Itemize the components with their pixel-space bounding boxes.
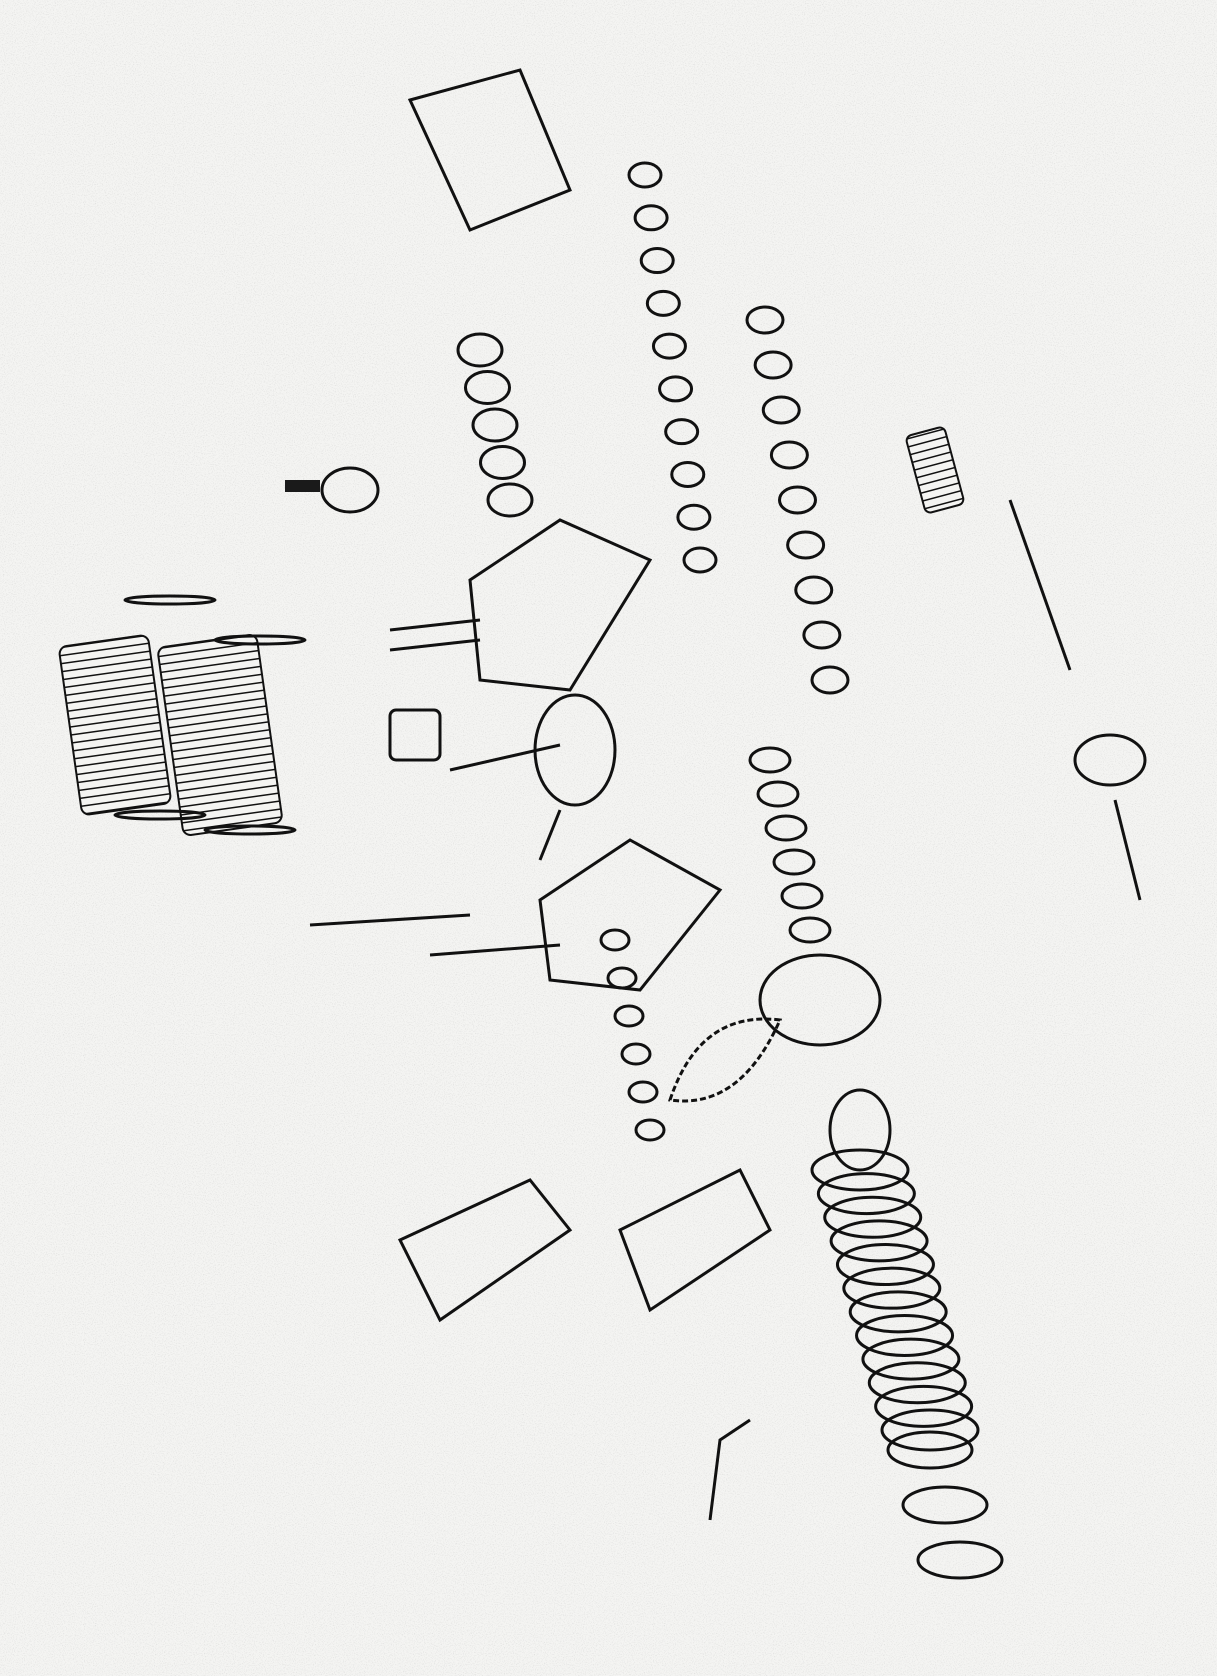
gasket-strip [113, 809, 207, 821]
magneto-part [479, 445, 526, 480]
clutch-basket [758, 953, 892, 1172]
gear-washer [633, 204, 669, 232]
clutch-pressure-plate [916, 1540, 1004, 1580]
magneto-part [456, 332, 504, 368]
crankcase-lower [309, 838, 723, 992]
clutch-spring-plate [835, 1243, 935, 1287]
gear-washer [682, 546, 718, 574]
shaft-washer [788, 916, 832, 944]
gasket-strip [213, 634, 307, 646]
small-gear [620, 1042, 652, 1066]
clutch-spring-plate [823, 1195, 923, 1239]
side-cover-right [618, 1167, 772, 1313]
clutch-spring-plate [816, 1172, 916, 1216]
side-cover-left [397, 1178, 573, 1323]
small-gear [627, 1080, 659, 1104]
kickstart-lever [708, 1418, 751, 1521]
clutch-spring-plate [861, 1337, 961, 1381]
small-gear [634, 1118, 666, 1142]
gasket-strip [203, 824, 297, 836]
gearbox-gear [761, 395, 801, 425]
gear-washer [639, 247, 675, 275]
carburetor [285, 466, 380, 514]
clutch-spring-plate [829, 1219, 929, 1263]
part-axes [113, 161, 1004, 1580]
gear-washer [645, 289, 681, 317]
connecting-rod [449, 743, 561, 772]
crankcase-upper [389, 518, 653, 692]
clutch-pressure-plate [901, 1485, 989, 1525]
gear-washer [627, 161, 663, 189]
gearbox-gear [778, 485, 817, 515]
clutch-spring-plate [874, 1384, 974, 1428]
shaft-washer [780, 882, 824, 910]
gear-shift-shaft [1008, 499, 1147, 901]
shaft-washer [772, 848, 816, 876]
gearbox-gear [810, 665, 850, 695]
crankshaft-flywheel [533, 693, 617, 861]
magneto-part [486, 482, 534, 518]
gear-washer [651, 332, 687, 360]
shift-drum [905, 426, 965, 514]
small-gear [613, 1004, 645, 1028]
gearbox-gear [745, 305, 785, 335]
gearbox-gear [786, 530, 826, 560]
small-gear [599, 928, 631, 952]
gearbox-gear [769, 440, 809, 470]
piston [388, 708, 442, 762]
top-cover [407, 68, 572, 232]
magneto-part [464, 370, 511, 405]
gearbox-gear [794, 575, 834, 605]
small-gear [606, 966, 638, 990]
gear-washer [664, 418, 700, 446]
gear-washer [658, 375, 694, 403]
gear-washer [670, 460, 706, 488]
clutch-spring-plate [810, 1148, 910, 1192]
gearbox-gear [802, 620, 842, 650]
gearbox-gear [753, 350, 793, 380]
drive-chain [668, 1017, 783, 1103]
clutch-spring-plate [848, 1290, 948, 1334]
clutch-spring-plate [880, 1408, 980, 1452]
cylinder-barrel [157, 634, 283, 836]
clutch-spring-plate [842, 1266, 942, 1310]
clutch-pressure-plate [886, 1430, 974, 1470]
cylinder-head [58, 634, 172, 816]
gear-washer [676, 503, 712, 531]
gasket-strip [123, 594, 217, 606]
shaft-washer [756, 780, 800, 808]
clutch-spring-plate [855, 1313, 955, 1357]
shaft-washer [748, 746, 792, 774]
shaft-washer [764, 814, 808, 842]
clutch-spring-plate [867, 1361, 967, 1405]
magneto-part [471, 407, 519, 443]
